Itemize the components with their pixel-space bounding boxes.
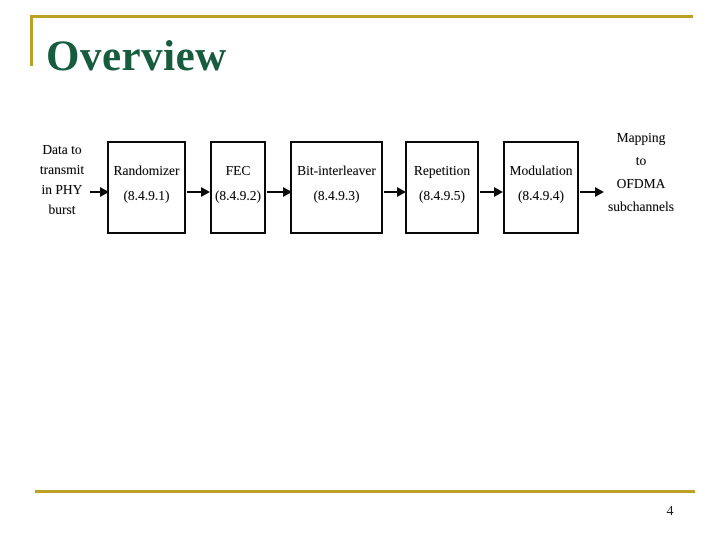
flow-box-modulation: Modulation (8.4.9.4) [503,141,579,234]
flow-arrow-output [580,186,604,197]
title-left-rule [30,15,33,66]
box-label: Bit-interleaver [297,162,376,178]
box-label: Repetition [413,162,471,178]
page-title: Overview [46,33,227,80]
flow-box-bit-interleaver: Bit-interleaver (8.4.9.3) [290,141,383,234]
box-ref: (8.4.9.4) [517,187,565,203]
top-rule [30,15,693,18]
flow-box-fec: FEC (8.4.9.2) [210,141,266,234]
flow-box-randomizer: Randomizer (8.4.9.1) [107,141,186,234]
box-label: Modulation [509,162,573,178]
flow-arrow [267,186,292,197]
diagram-output-label: Mapping to OFDMA subchannels [608,130,674,214]
box-label: Randomizer [113,162,180,178]
box-ref: (8.4.9.3) [313,187,360,203]
page-number: 4 [666,504,674,519]
box-ref: (8.4.9.1) [123,187,170,203]
flow-arrow [480,186,503,197]
flow-box-repetition: Repetition (8.4.9.5) [405,141,479,234]
footer-rule [35,490,695,493]
box-ref: (8.4.9.2) [214,187,262,203]
flow-arrow [384,186,406,197]
box-label: FEC [225,162,251,178]
flow-arrow [187,186,210,197]
flow-arrow-input [90,186,109,197]
box-ref: (8.4.9.5) [418,187,466,203]
diagram-input-label: Data to transmit in PHY burst [39,142,85,217]
